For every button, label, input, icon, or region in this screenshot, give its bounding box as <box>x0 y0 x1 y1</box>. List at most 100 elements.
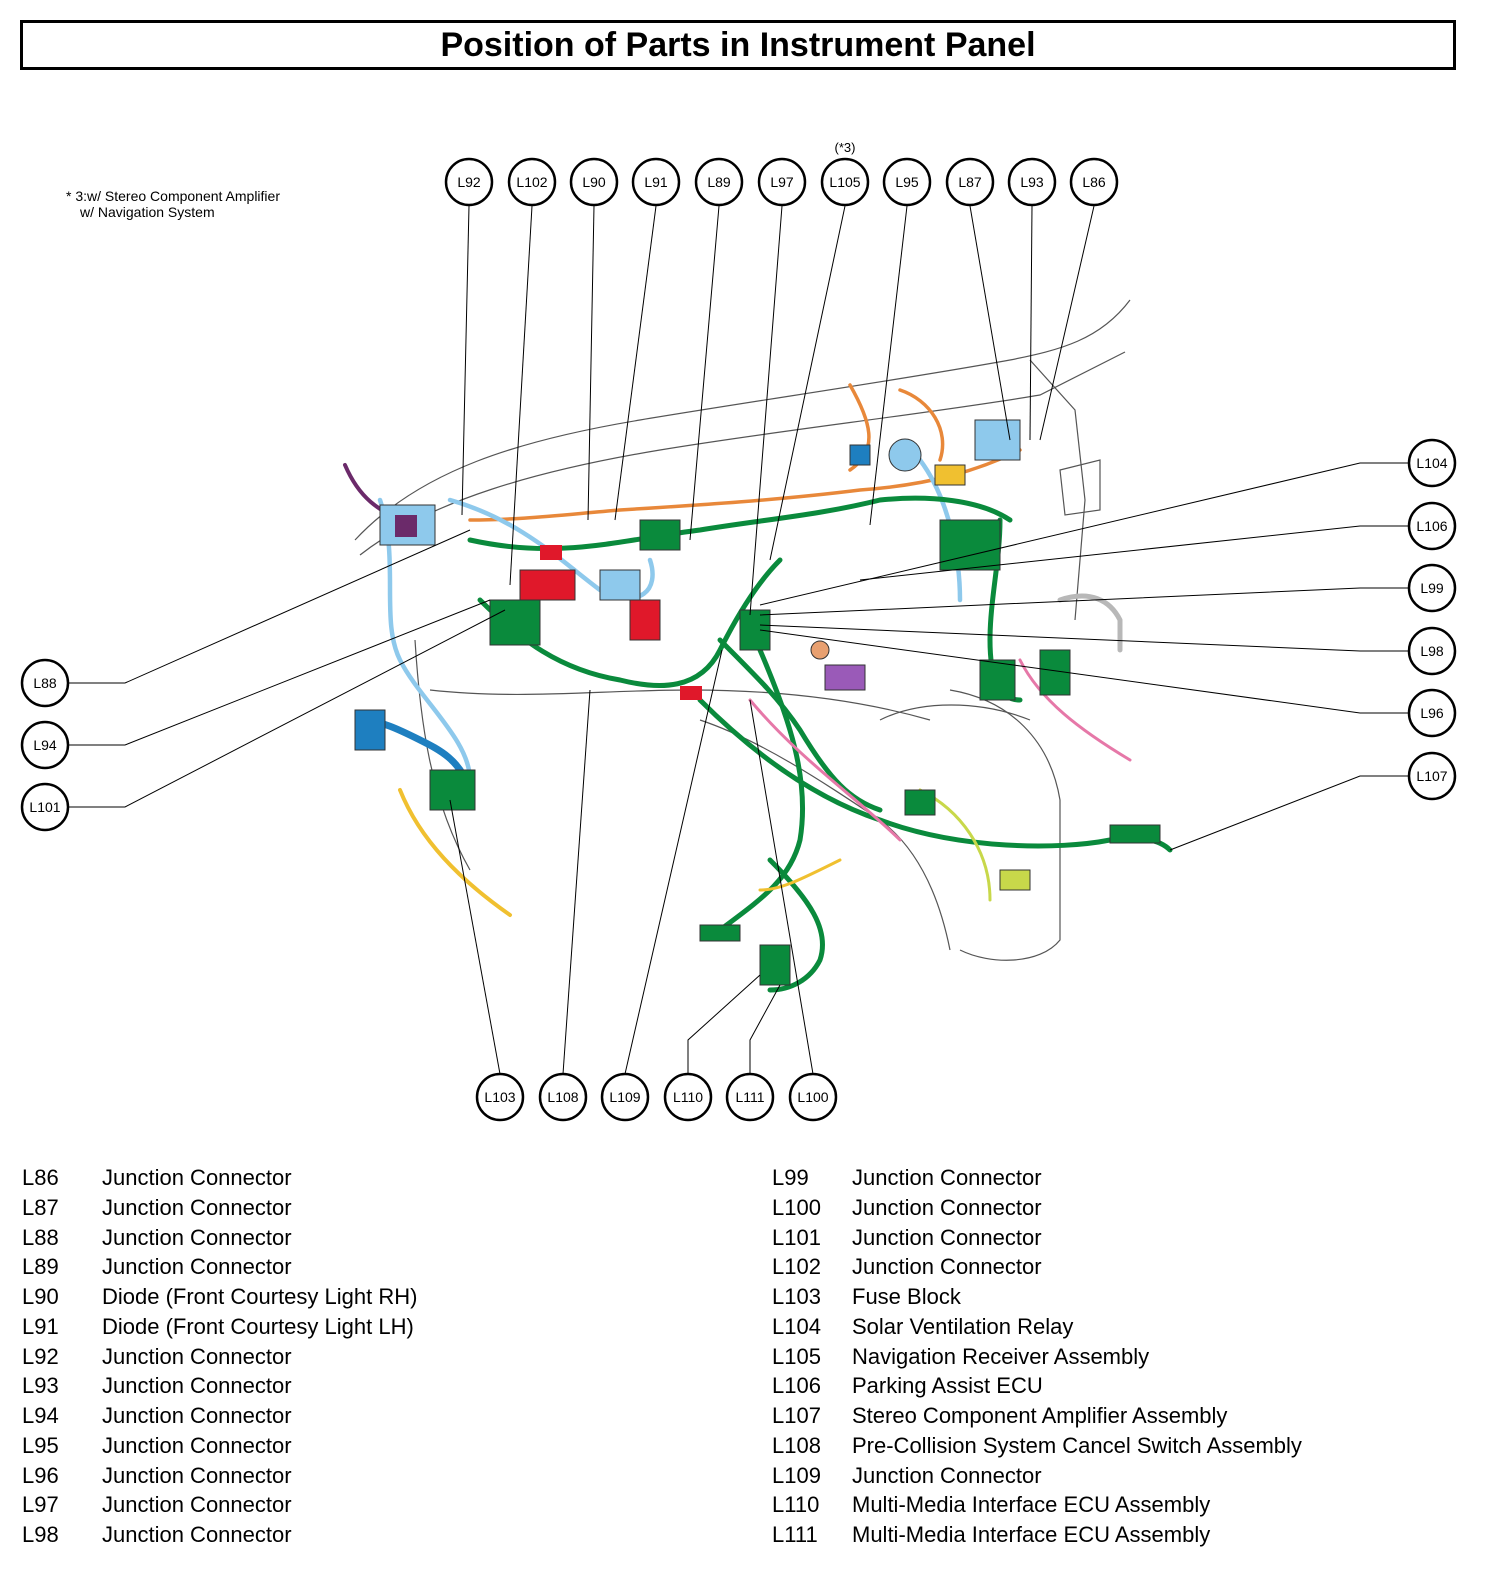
callout-label-l100: L100 <box>797 1089 828 1105</box>
legend-part-name: Junction Connector <box>102 1403 292 1428</box>
legend-code: L101 <box>772 1224 821 1250</box>
legend-code: L99 <box>772 1165 809 1190</box>
legend-code: L97 <box>22 1492 59 1518</box>
legend-code: L109 <box>772 1462 821 1488</box>
legend-part-name: Junction Connector <box>852 1254 1042 1280</box>
callout-circle-l87 <box>945 157 995 207</box>
page-title: Position of Parts in Instrument Panel <box>440 25 1036 64</box>
legend-code: L87 <box>22 1194 59 1220</box>
callout-label-l111: L111 <box>735 1089 764 1105</box>
callout-circle-l101 <box>20 782 70 832</box>
callout-circle-l102 <box>507 157 557 207</box>
legend-part-name: Junction Connector <box>102 1224 292 1250</box>
legend-part-name: Junction Connector <box>852 1194 1042 1220</box>
legend-row-l92: L92 Junction Connector <box>22 1342 722 1372</box>
callout-circle-l91 <box>631 157 681 207</box>
callout-circle-l92 <box>444 157 494 207</box>
legend-part-name: Junction Connector <box>102 1254 292 1280</box>
legend-part-name: Junction Connector <box>102 1165 292 1190</box>
callout-label-l107: L107 <box>1416 768 1447 784</box>
callout-circle-l98 <box>1407 626 1457 676</box>
callout-label-l89: L89 <box>707 174 731 190</box>
legend-row-l98: L98 Junction Connector <box>22 1520 722 1550</box>
legend-code: L100 <box>772 1194 821 1220</box>
callout-circle-l90 <box>569 157 619 207</box>
callout-label-l104: L104 <box>1416 455 1447 471</box>
legend-part-name: Multi-Media Interface ECU Assembly <box>852 1522 1211 1547</box>
legend-row-l100: L100 Junction Connector <box>772 1193 1472 1223</box>
legend-code: L102 <box>772 1254 821 1280</box>
legend-part-name: Solar Ventilation Relay <box>852 1313 1074 1339</box>
callout-label-l90: L90 <box>582 174 606 190</box>
legend-part-name: Junction Connector <box>102 1343 292 1369</box>
leader-lines <box>68 205 1410 1075</box>
callout-label-l91: L91 <box>644 174 668 190</box>
legend-code: L98 <box>22 1522 59 1547</box>
callout-label-l87: L87 <box>958 174 982 190</box>
callout-label-l88: L88 <box>33 675 57 691</box>
callout-circle-l96 <box>1407 688 1457 738</box>
legend-code: L94 <box>22 1403 59 1428</box>
legend-part-name: Junction Connector <box>102 1492 292 1518</box>
footnote-line-1: * 3:w/ Stereo Component Amplifier <box>66 188 280 204</box>
callout-label-l105: L105 <box>829 174 860 190</box>
callout-circle-l89 <box>694 157 744 207</box>
callout-circle-l104 <box>1407 438 1457 488</box>
legend-part-name: Junction Connector <box>102 1373 292 1399</box>
legend-part-name: Junction Connector <box>102 1462 292 1488</box>
legend-code: L91 <box>22 1313 59 1339</box>
callout-circle-l105 <box>820 157 870 207</box>
connector-blocks <box>354 419 1161 986</box>
callout-circle-l100 <box>788 1072 838 1122</box>
callout-circle-l88 <box>20 658 70 708</box>
callout-label-l110: L110 <box>673 1089 703 1105</box>
legend-row-l86: L86 Junction Connector <box>22 1163 722 1193</box>
legend-code: L105 <box>772 1343 821 1369</box>
legend-part-name: Diode (Front Courtesy Light RH) <box>102 1284 418 1309</box>
legend-code: L86 <box>22 1165 59 1190</box>
callout-circle-l106 <box>1407 501 1457 551</box>
callout-label-l98: L98 <box>1420 643 1444 659</box>
callout-label-l103: L103 <box>484 1089 515 1105</box>
legend-part-name: Junction Connector <box>102 1432 292 1458</box>
callout-label-l94: L94 <box>33 737 57 753</box>
callout-top-marker: (*3) <box>835 140 856 155</box>
legend-row-l89: L89 Junction Connector <box>22 1252 722 1282</box>
callout-circle-l97 <box>757 157 807 207</box>
legend-code: L110 <box>772 1492 820 1518</box>
legend-code: L103 <box>772 1284 821 1309</box>
callout-label-l95: L95 <box>895 174 919 190</box>
callout-label-l86: L86 <box>1082 174 1106 190</box>
legend-code: L89 <box>22 1254 59 1280</box>
legend-code: L92 <box>22 1343 59 1369</box>
callout-circle-l86 <box>1069 157 1119 207</box>
legend-code: L96 <box>22 1462 59 1488</box>
legend-part-name: Junction Connector <box>102 1522 292 1547</box>
legend-code: L107 <box>772 1403 821 1428</box>
callout-circle-l95 <box>882 157 932 207</box>
legend-part-name: Pre-Collision System Cancel Switch Assem… <box>852 1432 1302 1458</box>
callout-label-l106: L106 <box>1416 518 1447 534</box>
callout-circle-l103 <box>475 1072 525 1122</box>
legend-row-l96: L96 Junction Connector <box>22 1461 722 1491</box>
callout-circle-l109 <box>600 1072 650 1122</box>
callout-circle-l93 <box>1007 157 1057 207</box>
footnote-line-2: w/ Navigation System <box>80 204 215 220</box>
